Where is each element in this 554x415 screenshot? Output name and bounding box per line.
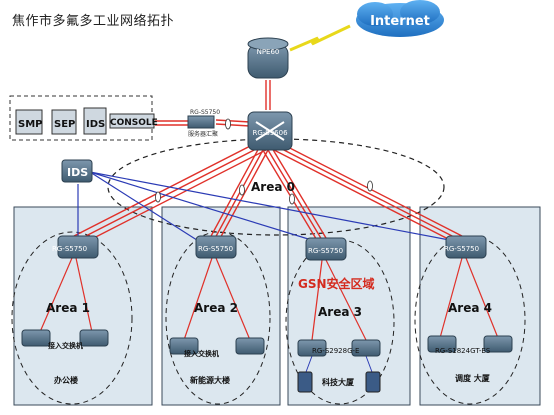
security-device-console: CONSOLE [110,118,158,128]
area-1-caption: 办公楼 [54,375,78,385]
area-4-ellipse [414,235,526,405]
security-device-smp: SMP [18,119,42,130]
trunk-links [73,80,463,245]
area-1-switch-label: RG-S5750 [52,245,87,253]
area-3-ellipse [285,239,395,405]
area-4-label: Area 4 [448,301,492,315]
area-switch-icons [57,235,487,261]
area-0-label: Area 0 [251,180,295,194]
area-4-access-label: RG-S1824GT-ES [435,347,491,355]
area-3-switch-label: RG-S5750 [308,247,343,255]
server-switch-icon [187,115,215,129]
zone-area-1 [13,206,153,406]
server-switch-label: RG-S5750 [190,109,220,116]
area-2-caption: 新能源大楼 [190,375,230,385]
area-3-access-label: RG-S2928G-E [312,347,359,355]
area-4-caption: 调度 大厦 [455,373,491,383]
ids-node-icon [61,159,93,183]
router-label: NPE60 [257,48,280,56]
ids-node-label: IDS [67,166,88,179]
security-device-sep: SEP [54,119,75,130]
core-switch-icon [247,111,293,151]
router-icon [247,37,289,79]
terminal-icons [297,371,381,393]
area-2-ellipse [165,231,271,405]
area-3-caption: 科技大厦 [322,377,355,387]
area-2-label: Area 2 [194,301,238,315]
server-caption: 服务器汇聚 [188,130,218,138]
terminal-links [305,355,373,373]
link-markers [155,118,373,205]
access-switch-icons [21,329,513,357]
access-links [39,257,499,341]
core-switch-label: RG-S9606 [252,129,288,137]
ids-links [77,171,461,243]
area-1-label: Area 1 [46,301,90,315]
gsn-zone-label: GSN安全区域 [298,276,375,291]
diagram-title: 焦作市多氟多工业网络拓扑 [12,14,175,29]
area-1-ellipse [11,231,133,405]
area-4-switch-label: RG-S5750 [444,245,479,253]
security-device-icons [15,107,155,135]
area-2-switch-label: RG-S5750 [198,245,233,253]
internet-label: Internet [370,14,430,29]
area-2-access-label: 接入交换机 [184,349,219,358]
wan-lightning [289,24,351,52]
internet-cloud-icon [356,0,444,37]
area-1-access-label: 接入交换机 [48,341,83,350]
security-device-ids: IDS [86,119,105,130]
area-3-label: Area 3 [318,305,362,319]
area-0-ellipse [107,138,445,236]
